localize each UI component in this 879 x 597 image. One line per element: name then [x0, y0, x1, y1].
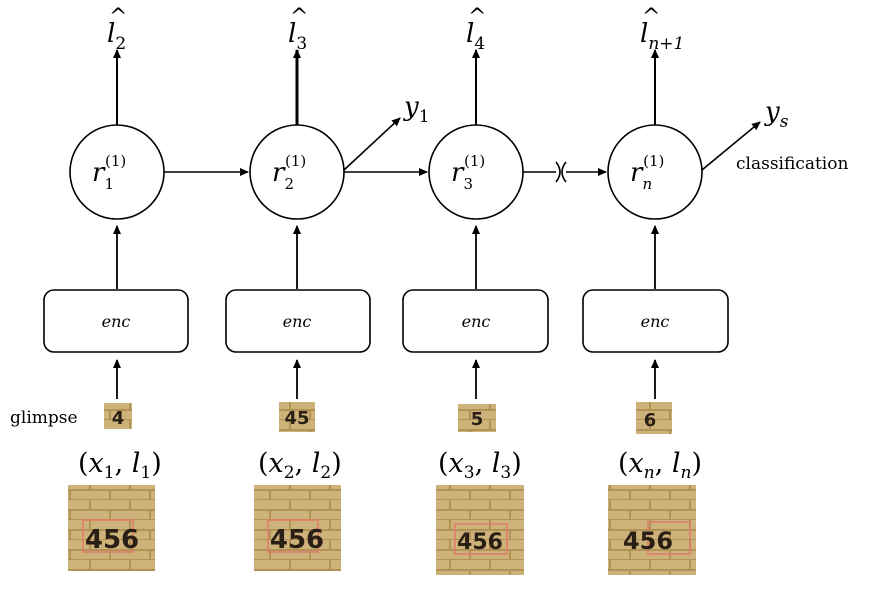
encoder-box-1 [43, 289, 189, 353]
rnn-node-2 [249, 124, 345, 220]
rnn-label-4: rn(1) [630, 152, 664, 193]
encoder-label-3: enc [462, 312, 491, 331]
glimpse-label: glimpse [10, 408, 78, 428]
encoder-label-2: enc [283, 312, 312, 331]
step-2: l3 ^ r2(1) enc 45 (x2, l2) 456 [225, 5, 371, 571]
svg-text:456: 456 [623, 527, 673, 555]
input-label-1: (x1, l1) [78, 448, 162, 483]
svg-text:45: 45 [284, 408, 309, 429]
step-3: l4 ^ r3(1) enc 5 (x3, l3) 456 [402, 5, 549, 575]
hat-4: ^ [642, 5, 660, 30]
hat-1: ^ [109, 5, 127, 30]
glimpse-image-2: 45 [279, 402, 315, 432]
rnn-node-4 [607, 124, 703, 220]
glimpse-image-1: 4 [104, 403, 132, 429]
arrow-classify-ys [701, 121, 761, 171]
side-output-y1: y1 [403, 92, 430, 127]
rnn-node-1 [69, 124, 165, 220]
encoder-box-2 [225, 289, 371, 353]
arrow-classify-y1 [343, 117, 401, 171]
svg-text:4: 4 [112, 408, 125, 429]
encoder-box-4 [582, 289, 729, 353]
rnn-label-1: r1(1) [92, 152, 126, 193]
hat-2: ^ [290, 5, 308, 30]
encoder-label-4: enc [641, 312, 670, 331]
encoder-box-3 [402, 289, 549, 353]
rnn-label-2: r2(1) [272, 152, 306, 193]
recurrent-arrow-3-n-break [523, 161, 607, 183]
input-label-2: (x2, l2) [258, 448, 342, 483]
side-output-ys: ys [764, 97, 789, 132]
output-label-1: l2 [107, 19, 126, 54]
hat-3: ^ [468, 5, 486, 30]
input-image-1: 456 [68, 485, 155, 571]
input-image-2: 456 [254, 485, 341, 571]
rnn-node-3 [428, 124, 524, 220]
input-image-3: 456 [436, 485, 524, 575]
glimpse-image-4: 6 [636, 402, 672, 434]
svg-text:5: 5 [471, 409, 484, 430]
glimpse-image-3: 5 [458, 404, 496, 432]
input-label-4: (xn, ln) [618, 448, 702, 483]
output-label-2: l3 [288, 19, 307, 54]
classification-label: classification [736, 154, 848, 174]
svg-text:456: 456 [85, 525, 139, 555]
svg-text:456: 456 [457, 530, 503, 555]
output-label-3: l4 [466, 19, 485, 54]
input-image-4: 456 [608, 485, 696, 575]
rnn-label-3: r3(1) [451, 152, 485, 193]
step-1: l2 ^ r1(1) enc 4 (x1, l1) 456 [43, 5, 189, 571]
svg-text:456: 456 [270, 525, 324, 555]
input-label-3: (x3, l3) [438, 448, 522, 483]
svg-text:6: 6 [644, 410, 657, 431]
step-4: ln+1 ^ rn(1) enc 6 (xn, ln) 456 [582, 5, 729, 575]
encoder-label-1: enc [102, 312, 131, 331]
